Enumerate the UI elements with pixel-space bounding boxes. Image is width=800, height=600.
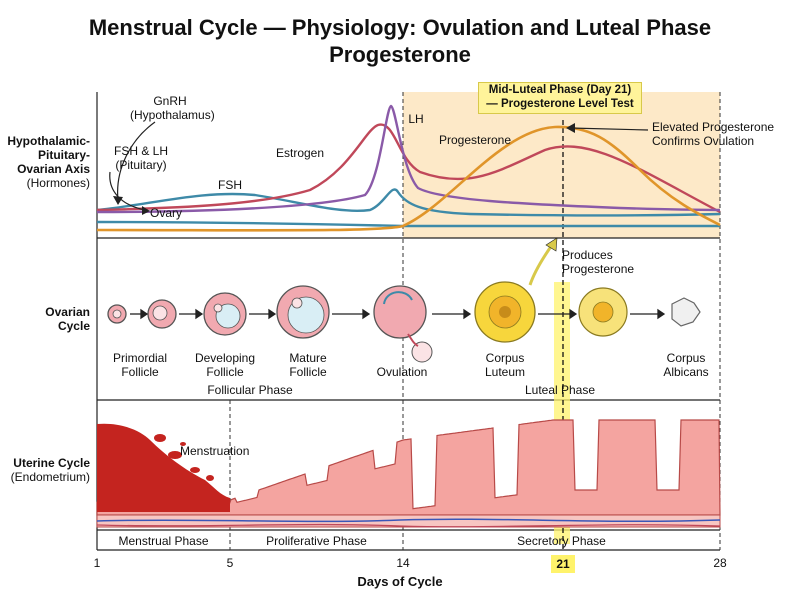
fsh-curve <box>96 188 721 217</box>
ovulating-follicle <box>373 285 433 363</box>
ovary-label: Ovary <box>149 206 182 220</box>
gnrh-sub-text: (Hypothalamus) <box>130 108 215 122</box>
fsh-lh-label: FSH & LH (Pituitary) <box>106 144 176 172</box>
hormones-label-2: Pituitary- <box>37 148 90 162</box>
hormones-label-4: (Hormones) <box>26 176 90 190</box>
stage-label-mature: Mature Follicle <box>268 351 348 379</box>
hormones-row-label: Hypothalamic- Pituitary- Ovarian Axis (H… <box>4 134 90 190</box>
stage-3-line-1: Ovulation <box>376 365 428 379</box>
mid-luteal-line-2: — Progesterone Level Test <box>486 98 634 110</box>
gnrh-text: GnRH <box>153 94 187 108</box>
corpus-luteum <box>474 281 536 343</box>
uterine-label-1: Uterine Cycle <box>13 456 90 470</box>
produces-arrow <box>528 244 554 286</box>
mid-luteal-line-1: Mid-Luteal Phase (Day 21) <box>488 84 632 96</box>
corpus-albicans <box>671 297 701 327</box>
produces-line-1: Produces <box>562 248 613 262</box>
estrogen-label: Estrogen <box>275 146 325 160</box>
menstrual-shedding <box>97 423 230 512</box>
lh-curve <box>96 104 721 214</box>
fsh-lh-arrowhead <box>142 206 150 215</box>
title-line-1: Menstrual Cycle — Physiology: Ovulation … <box>88 15 712 40</box>
fsh-lh-sub-text: (Pituitary) <box>115 158 167 172</box>
elevated-pointer <box>569 127 649 131</box>
ovarian-label-1: Ovarian <box>45 305 90 319</box>
stage-4-line-2: Luteum <box>484 365 526 379</box>
corpus-luteum-regressing <box>578 287 628 337</box>
hormones-label-3: Ovarian Axis <box>17 162 90 176</box>
tick-day-1: 1 <box>93 556 101 570</box>
progesterone-label: Progesterone <box>438 133 512 147</box>
gnrh-label: GnRH (Hypothalamus) <box>130 94 215 122</box>
tick-day-5: 5 <box>226 556 234 570</box>
proliferative-phase-label: Proliferative Phase <box>266 534 367 548</box>
menstruation-label: Menstruation <box>180 444 250 458</box>
estrogen-curve <box>96 123 721 214</box>
stage-4-line-1: Corpus <box>485 351 525 365</box>
lh-label: LH <box>408 112 424 126</box>
tick-day-21: 21 <box>551 555 575 573</box>
mature-follicle <box>276 285 330 339</box>
diagram-title: Menstrual Cycle — Physiology: Ovulation … <box>0 14 800 68</box>
ovarian-row-label: Ovarian Cycle <box>4 305 90 333</box>
tick-day-28: 28 <box>713 556 727 570</box>
ovarian-label-2: Cycle <box>57 319 90 333</box>
produces-line-2: Progesterone <box>562 262 635 276</box>
produces-arrowhead <box>545 237 558 252</box>
stage-label-developing: Developing Follicle <box>185 351 265 379</box>
primordial-follicle <box>107 304 127 324</box>
menstrual-phase-label: Menstrual Phase <box>118 534 209 548</box>
stage-label-ovulation: Ovulation <box>362 365 442 379</box>
uterine-label-2: (Endometrium) <box>10 470 90 484</box>
stage-label-corpus-luteum: Corpus Luteum <box>465 351 545 379</box>
stage-5-line-1: Corpus <box>666 351 706 365</box>
stage-0-line-2: Follicle <box>121 365 159 379</box>
x-axis-label: Days of Cycle <box>357 574 443 589</box>
stage-1-line-1: Developing <box>194 351 256 365</box>
gnrh-arrow <box>117 121 156 201</box>
stage-0-line-1: Primordial <box>112 351 167 365</box>
stage-5-line-2: Albicans <box>663 365 709 379</box>
stage-2-line-2: Follicle <box>289 365 327 379</box>
hormones-label-1: Hypothalamic- <box>7 134 90 148</box>
stage-1-line-2: Follicle <box>206 365 244 379</box>
fsh-lh-text: FSH & LH <box>113 144 168 158</box>
produces-progesterone-label: Produces Progesterone <box>562 248 652 276</box>
progesterone-curve <box>96 125 721 232</box>
secretory-phase-label: Secretory Phase <box>517 534 606 548</box>
uterine-row-label: Uterine Cycle (Endometrium) <box>4 456 90 484</box>
elevated-pointer-head <box>566 123 575 133</box>
stage-2-line-1: Mature <box>289 351 327 365</box>
elevated-line-1: Elevated Progesterone <box>652 120 775 134</box>
elevated-line-2: Confirms Ovulation <box>652 134 755 148</box>
fsh-lh-arrow <box>109 171 146 211</box>
endometrium <box>96 419 721 528</box>
mid-luteal-callout: Mid-Luteal Phase (Day 21) — Progesterone… <box>478 82 642 114</box>
stage-arrows <box>130 308 666 320</box>
luteal-phase-label: Luteal Phase <box>524 383 596 397</box>
fsh-label: FSH <box>218 178 242 192</box>
developing-follicle <box>203 292 247 336</box>
stage-label-primordial: Primordial Follicle <box>100 351 180 379</box>
follicular-phase-label: Follicular Phase <box>207 383 293 397</box>
stage-label-corpus-albicans: Corpus Albicans <box>646 351 726 379</box>
elevated-progesterone-note: Elevated Progesterone Confirms Ovulation <box>652 120 792 148</box>
developing-follicle-small <box>147 299 177 329</box>
tick-day-14: 14 <box>396 556 410 570</box>
title-line-2: Progesterone <box>329 42 471 67</box>
